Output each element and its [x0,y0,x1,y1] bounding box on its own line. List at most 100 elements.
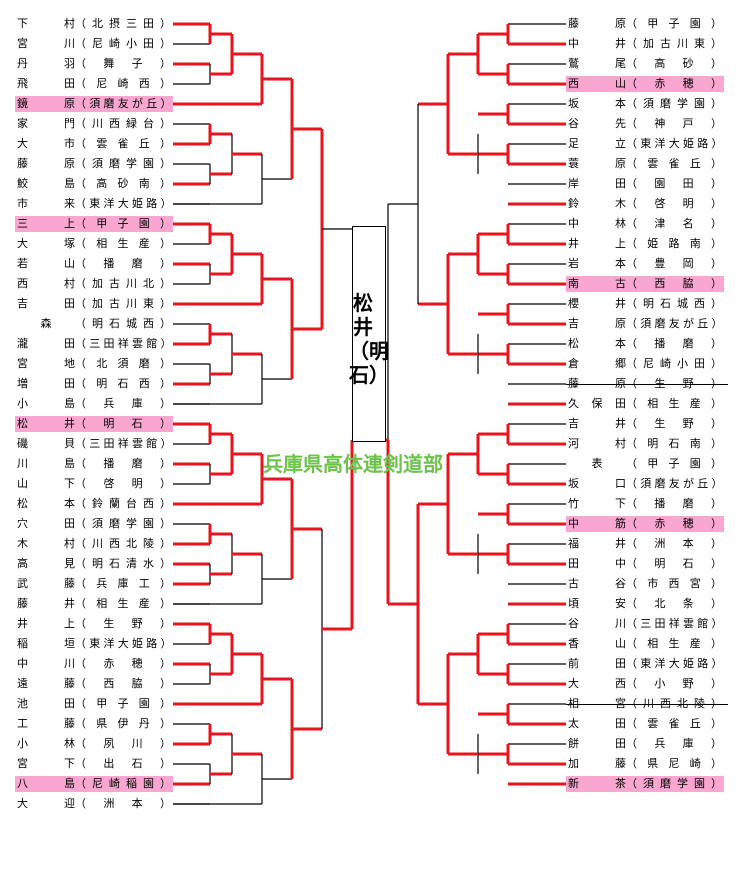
entry-school: （東洋大姫路） [626,657,722,670]
entry-name: 川島 [17,457,75,470]
entry-left-16: 瀧田（三田祥雲館） [15,336,173,352]
entry-right-30: 谷川（三田祥雲館） [566,616,724,632]
champion-school: （明石） [349,339,389,387]
entry-right-33: 大西（小野） [566,676,724,692]
entry-right-0: 藤原（甲子園） [566,16,724,32]
entry-school: （北条） [626,597,722,610]
entry-school: （豊岡） [626,257,722,270]
entry-right-21: 河村（明石南） [566,436,724,452]
entry-name: 岸田 [568,177,626,190]
entry-school: （夙川） [75,737,171,750]
entry-school: （小野） [626,677,722,690]
entry-school: （須磨学園） [75,517,171,530]
entry-school: （明石） [626,557,722,570]
entry-left-2: 丹羽（舞子） [15,56,173,72]
entry-right-23: 坂口（須磨友が丘） [566,476,724,492]
entry-left-33: 遠藤（西脇） [15,676,173,692]
entry-name: 宮川 [17,37,75,50]
entry-name: 下村 [17,17,75,30]
entry-name: 大迎 [17,797,75,810]
entry-school: （明石城西） [626,297,722,310]
entry-school: （神戸） [626,117,722,130]
entry-school: （播磨） [75,457,171,470]
entry-school: （加古川東） [626,37,722,50]
entry-name: 磯貝 [17,437,75,450]
entry-right-10: 中林（津名） [566,216,724,232]
entry-left-35: 工藤（県伊丹） [15,716,173,732]
entry-name: 前田 [568,657,626,670]
entry-left-5: 家門（川西緑台） [15,116,173,132]
entry-school: （須磨学園） [626,97,722,110]
entry-name: 頃安 [568,597,626,610]
entry-right-31: 香山（相生産） [566,636,724,652]
entry-school: （西脇） [626,277,722,290]
entry-name: 藤原 [568,17,626,30]
entry-school: （雲雀丘） [626,157,722,170]
entry-left-26: 木村（川西北陵） [15,536,173,552]
entry-left-37: 宮下（出石） [15,756,173,772]
entry-school: （尼崎稲園） [75,777,171,790]
entry-left-8: 鮫島（高砂南） [15,176,173,192]
entry-name: 谷川 [568,617,626,630]
entry-right-24: 竹下（播磨） [566,496,724,512]
entry-school: （生野） [626,377,722,390]
entry-right-38: 新茶（須磨学園） [566,776,724,792]
entry-name: 小林 [17,737,75,750]
entry-name: 工藤 [17,717,75,730]
entry-name: 増田 [17,377,75,390]
entry-school: （東洋大姫路） [75,197,171,210]
entry-name: 坂口 [568,477,626,490]
entry-name: 足立 [568,137,626,150]
entry-name: 蓑原 [568,157,626,170]
entry-right-6: 足立（東洋大姫路） [566,136,724,152]
entry-school: （三田祥雲館） [626,617,722,630]
entry-name: 松井 [17,417,75,430]
entry-school: （鈴蘭台西） [75,497,171,510]
entry-left-31: 稲垣（東洋大姫路） [15,636,173,652]
entry-right-35: 太田（雲雀丘） [566,716,724,732]
entry-school: （東洋大姫路） [626,137,722,150]
entry-school: （舞子） [75,57,171,70]
entry-right-17: 倉郷（尼崎小田） [566,356,724,372]
entry-left-11: 大塚（相生産） [15,236,173,252]
entry-name: 古谷 [568,577,626,590]
entry-right-37: 加藤（県尼崎） [566,756,724,772]
entry-left-39: 大迎（洲本） [15,796,173,812]
entry-name: 河村 [568,437,626,450]
entry-left-6: 大市（雲雀丘） [15,136,173,152]
entry-school: （雲雀丘） [626,717,722,730]
entry-school: （明石） [75,417,171,430]
entry-name: 坂本 [568,97,626,110]
entry-school: （須磨学園） [75,157,171,170]
entry-right-25: 中筋（赤穂） [566,516,724,532]
entry-name: 井上 [568,237,626,250]
entry-name: 宮地 [17,357,75,370]
entry-school: （尼崎小田） [626,357,722,370]
entry-right-28: 古谷（市西宮） [566,576,724,592]
entry-right-13: 南古（西脇） [566,276,724,292]
entry-name: 中林 [568,217,626,230]
entry-school: （明石西） [75,377,171,390]
entry-name: 大西 [568,677,626,690]
entry-school: （県尼崎） [626,757,722,770]
entry-name: 岩本 [568,257,626,270]
entry-school: （県伊丹） [75,717,171,730]
entry-left-20: 松井（明石） [15,416,173,432]
entry-left-18: 増田（明石西） [15,376,173,392]
entry-name: 吉原 [568,317,626,330]
entry-name: 藤井 [17,597,75,610]
entry-right-29: 頃安（北条） [566,596,724,612]
entry-left-25: 穴田（須磨学園） [15,516,173,532]
entry-name: 藤原 [17,157,75,170]
champion-name: 松井 [353,291,373,339]
entry-school: （川西緑台） [75,117,171,130]
entry-school: （相生産） [626,397,722,410]
entry-school: （赤穂） [75,657,171,670]
entry-name: 家門 [17,117,75,130]
entry-left-12: 若山（播磨） [15,256,173,272]
entry-school: （相生産） [75,237,171,250]
entry-school: （相生産） [626,637,722,650]
entry-school: （甲子園） [626,457,722,470]
entry-name: 宮下 [17,757,75,770]
entry-name: 大市 [17,137,75,150]
